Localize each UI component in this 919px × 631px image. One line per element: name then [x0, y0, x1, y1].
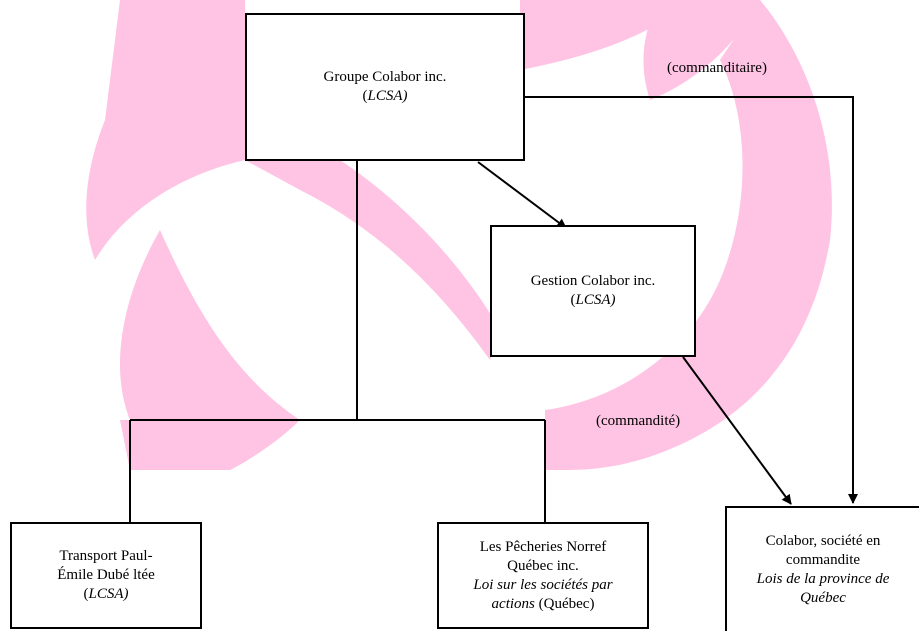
node-law: (LCSA): [570, 292, 616, 308]
edge-label-commanditaire: (commanditaire): [667, 60, 767, 76]
node-colabor-societe-en-commandite: Colabor, société en commandite Lois de l…: [725, 506, 919, 631]
node-law-line2: actions (Québec): [491, 595, 595, 612]
node-law-line1: Lois de la province de: [756, 570, 890, 587]
node-name-line2: Québec inc.: [507, 557, 579, 574]
node-gestion-colabor: Gestion Colabor inc. (LCSA): [490, 225, 696, 357]
node-law: (LCSA): [83, 586, 129, 602]
edge-label-commandite: (commandité): [596, 413, 681, 429]
edge-groupe-to-gestion: [477, 161, 567, 229]
node-groupe-colabor: Groupe Colabor inc. (LCSA): [245, 13, 525, 161]
edge-gestion-to-colabor-sec: [682, 356, 792, 505]
node-transport-paul-emile-dube: Transport Paul- Émile Dubé ltée (LCSA): [10, 522, 202, 629]
node-name: Groupe Colabor inc.: [323, 69, 447, 85]
node-pecheries-norref: Les Pêcheries Norref Québec inc. Loi sur…: [437, 522, 649, 629]
node-name-line1: Transport Paul-: [59, 548, 153, 564]
node-name-line2: Émile Dubé ltée: [57, 567, 155, 583]
node-name-line1: Colabor, société en: [765, 532, 881, 549]
node-name-line1: Les Pêcheries Norref: [479, 538, 607, 555]
edge-groupe-to-colabor-sec: [524, 96, 858, 504]
node-name: Gestion Colabor inc.: [530, 273, 656, 289]
node-law: (LCSA): [362, 88, 408, 104]
swirl-logo-watermark-icon: [86, 0, 832, 470]
node-name-line2: commandite: [785, 551, 861, 568]
node-law-line1: Loi sur les sociétés par: [473, 576, 613, 593]
node-law-line2: Québec: [800, 589, 846, 606]
